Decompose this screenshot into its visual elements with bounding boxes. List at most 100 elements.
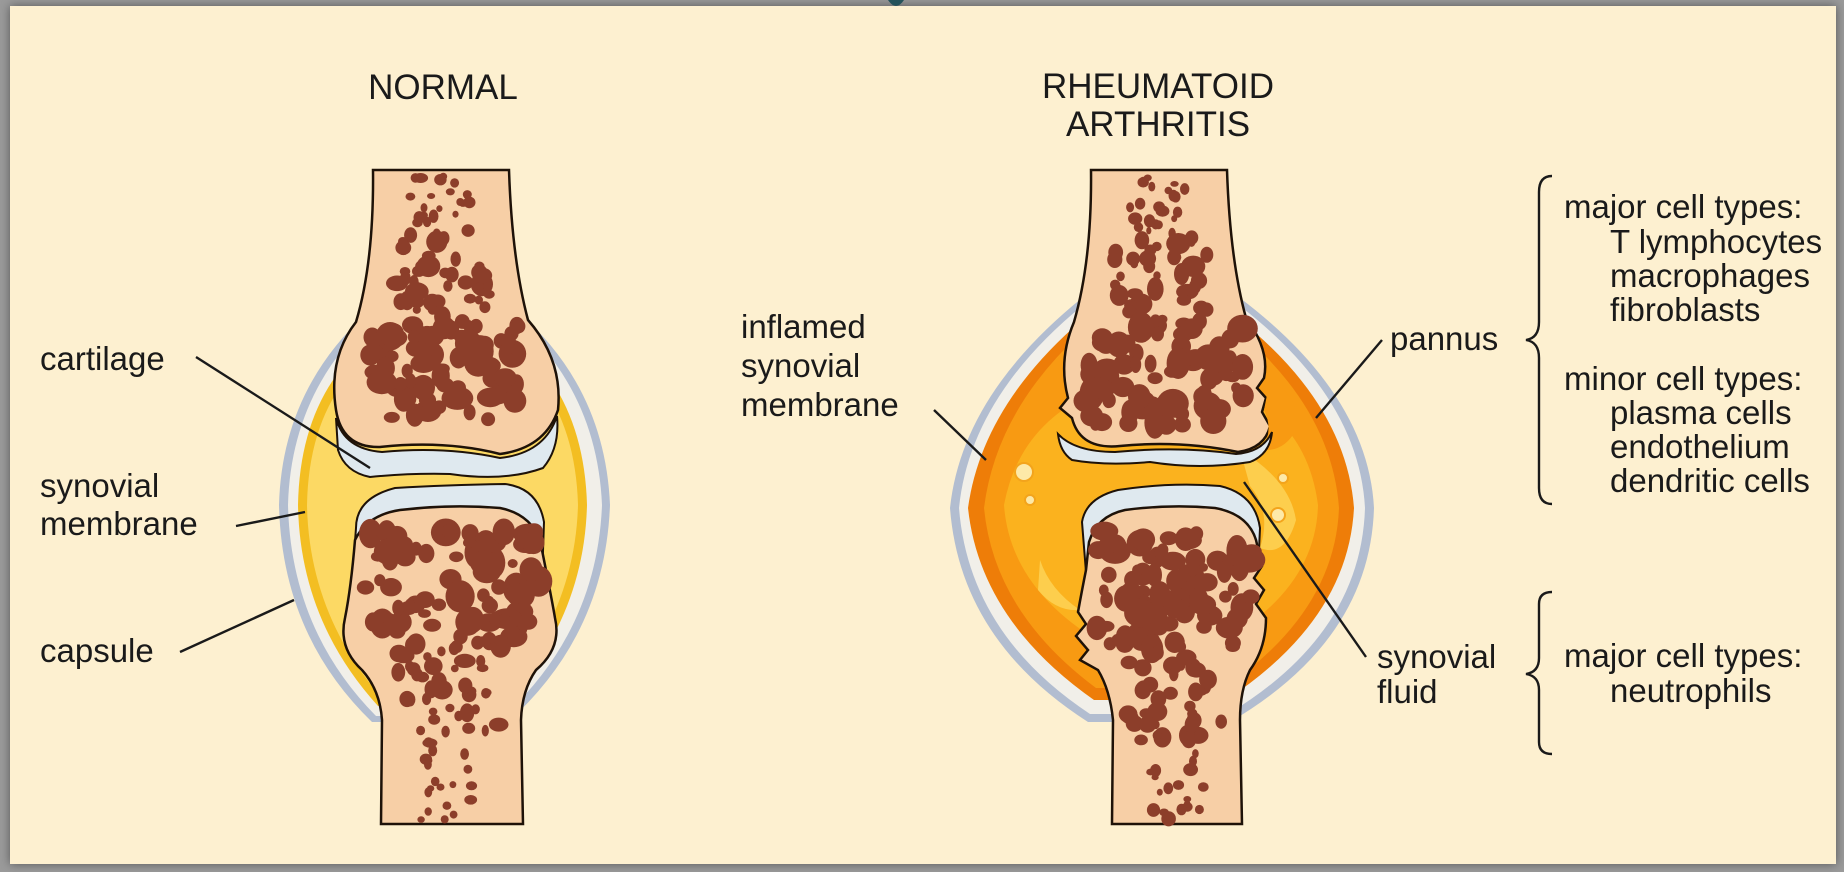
marrow-spot xyxy=(1195,348,1213,362)
marrow-spot xyxy=(1181,731,1196,748)
marrow-spot xyxy=(437,646,445,656)
marrow-spot xyxy=(520,614,538,630)
marrow-spot xyxy=(424,657,443,675)
marrow-spot xyxy=(489,718,509,732)
marrow-spot xyxy=(1100,592,1113,609)
marrow-spot xyxy=(1134,222,1143,232)
marrow-spot xyxy=(481,688,491,699)
marrow-spot xyxy=(399,691,414,707)
marrow-spot xyxy=(1170,181,1178,187)
marrow-spot xyxy=(500,334,515,349)
marrow-spot xyxy=(405,373,416,388)
marrow-spot xyxy=(477,664,489,672)
marrow-spot xyxy=(427,193,435,199)
marrow-spot xyxy=(446,188,455,195)
marrow-spot xyxy=(391,663,405,682)
marrow-spot xyxy=(1116,625,1134,646)
marrow-spot xyxy=(494,368,517,387)
marrow-spot xyxy=(1160,531,1178,545)
marrow-spot xyxy=(466,781,477,790)
marrow-spot xyxy=(425,680,438,698)
pannus-minor-cell: plasma cells xyxy=(1610,394,1792,431)
marrow-spot xyxy=(414,211,426,224)
label-cartilage: cartilage xyxy=(40,340,165,377)
marrow-spot xyxy=(429,210,439,223)
marrow-spot xyxy=(1143,260,1155,273)
ra-fluid-bubble xyxy=(1025,495,1035,505)
marrow-spot xyxy=(1187,709,1197,719)
marrow-spot xyxy=(1128,384,1151,409)
marrow-spot xyxy=(1169,667,1178,681)
marrow-spot xyxy=(1156,392,1183,418)
marrow-spot xyxy=(1134,659,1151,676)
marrow-spot xyxy=(1128,312,1154,343)
marrow-spot xyxy=(522,531,544,554)
marrow-spot xyxy=(1199,670,1217,689)
marrow-spot xyxy=(410,354,436,373)
marrow-spot xyxy=(360,344,380,365)
marrow-spot xyxy=(482,725,489,737)
marrow-spot xyxy=(1134,735,1148,746)
pannus-minor-cell: endothelium xyxy=(1610,428,1790,465)
marrow-spot xyxy=(436,205,442,212)
marrow-spot xyxy=(1152,242,1162,251)
marrow-spot xyxy=(484,596,494,606)
marrow-spot xyxy=(1215,715,1227,729)
marrow-spot xyxy=(466,335,494,367)
marrow-spot xyxy=(381,328,408,347)
marrow-spot xyxy=(1163,782,1173,794)
background-panel xyxy=(10,6,1836,864)
marrow-spot xyxy=(464,294,476,304)
marrow-spot xyxy=(421,203,428,212)
marrow-spot xyxy=(1147,563,1162,586)
marrow-spot xyxy=(422,326,445,346)
marrow-spot xyxy=(1147,277,1164,301)
marrow-spot xyxy=(431,777,440,786)
marrow-spot xyxy=(1200,408,1226,434)
marrow-spot xyxy=(1195,805,1204,814)
marrow-spot xyxy=(1225,636,1241,651)
marrow-spot xyxy=(1167,347,1190,379)
marrow-spot xyxy=(1175,264,1187,279)
marrow-spot xyxy=(394,377,407,391)
marrow-spot xyxy=(411,173,421,183)
marrow-spot xyxy=(1136,680,1153,694)
marrow-spot xyxy=(1242,589,1259,604)
pannus-major-heading: major cell types: xyxy=(1564,188,1802,225)
marrow-spot xyxy=(474,262,484,271)
marrow-spot xyxy=(1116,272,1125,282)
marrow-spot xyxy=(460,703,474,722)
marrow-spot xyxy=(1147,803,1160,817)
marrow-spot xyxy=(395,240,411,255)
marrow-spot xyxy=(439,173,447,180)
marrow-spot xyxy=(1221,329,1239,348)
marrow-spot xyxy=(1189,756,1197,767)
label-synovial-membrane-line1: synovial xyxy=(40,467,159,504)
marrow-spot xyxy=(1152,645,1164,660)
marrow-spot xyxy=(1119,705,1138,722)
marrow-spot xyxy=(1166,233,1190,254)
ra-title-line2: ARTHRITIS xyxy=(1066,105,1250,144)
label-inflamed-line2: synovial xyxy=(741,347,860,384)
top-edge-artifact xyxy=(888,0,904,6)
fluid-major-heading: major cell types: xyxy=(1564,637,1802,674)
marrow-spot xyxy=(473,268,492,283)
marrow-spot xyxy=(1157,789,1163,796)
marrow-spot xyxy=(463,197,475,209)
pannus-minor-cell: dendritic cells xyxy=(1610,462,1810,499)
marrow-spot xyxy=(1219,591,1232,603)
marrow-spot xyxy=(1092,413,1112,431)
marrow-spot xyxy=(1146,227,1151,234)
marrow-spot xyxy=(454,654,476,668)
marrow-spot xyxy=(458,678,472,694)
label-inflamed-line1: inflamed xyxy=(741,308,866,345)
marrow-spot xyxy=(446,580,475,612)
ra-title-line1: RHEUMATOID xyxy=(1042,67,1274,106)
marrow-spot xyxy=(451,252,461,267)
marrow-spot xyxy=(509,317,524,334)
marrow-spot xyxy=(1173,207,1182,218)
marrow-spot xyxy=(1150,764,1161,777)
marrow-spot xyxy=(464,765,473,774)
marrow-spot xyxy=(1232,354,1253,380)
